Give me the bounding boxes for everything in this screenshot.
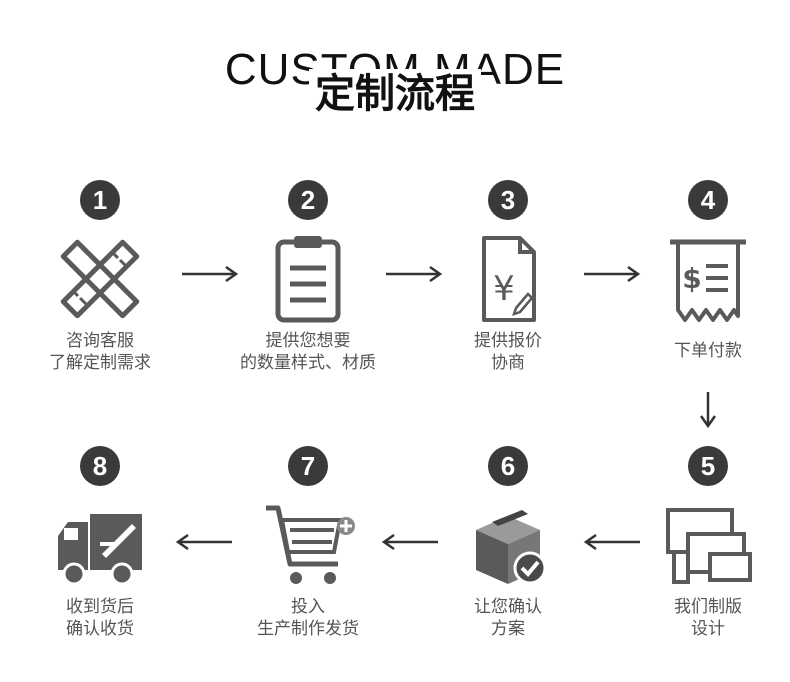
arrow-down-icon [699,392,717,429]
step-number-badge: 1 [80,180,120,220]
step-label-line1: 收到货后 [66,597,134,617]
step-label-line2: 方案 [491,619,525,639]
step-label-line1: 咨询客服 [66,331,134,351]
clipboard-icon [275,236,341,323]
step-number-badge: 6 [488,446,528,486]
step-label-line1: 投入 [291,597,325,617]
step-6: 6 让您确认 方案 [423,446,593,640]
box-check-icon [476,510,547,585]
step-label-line1: 让您确认 [474,597,542,617]
quote-document-icon: ¥ [482,236,536,322]
shopping-cart-icon [266,505,355,584]
arrow-left-icon [175,533,232,551]
svg-text:$: $ [682,262,701,295]
devices-icon [666,508,752,584]
step-3: 3 ¥ 提供报价 协商 [423,180,593,374]
ruler-pencil-icon [60,239,140,319]
title-chinese: 定制流程 [0,69,790,119]
step-number-badge: 8 [80,446,120,486]
receipt-icon: $ [670,239,746,322]
step-label-line1: 提供报价 [474,331,542,351]
step-8: 8 收到货后 确认收货 [15,446,185,640]
arrow-right-icon [584,265,641,283]
step-5: 5 我们制版 设计 [623,446,790,640]
arrow-left-icon [583,533,640,551]
step-number-badge: 4 [688,180,728,220]
step-number-badge: 3 [488,180,528,220]
step-label-line2: 设计 [691,619,725,639]
page-title: 定制流程 [309,69,481,119]
step-number-badge: 7 [288,446,328,486]
arrow-right-icon [386,265,443,283]
step-label-line2: 生产制作发货 [257,619,359,639]
step-label-line2: 的数量样式、材质 [240,353,376,373]
arrow-left-icon [381,533,438,551]
delivery-truck-icon [58,514,142,586]
step-4: 4 $ 下单付款 [623,180,790,362]
step-label-line2: 了解定制需求 [49,353,151,373]
arrow-right-icon [182,265,239,283]
step-number-badge: 5 [688,446,728,486]
step-number-badge: 2 [288,180,328,220]
step-label-line1: 提供您想要 [265,331,351,351]
step-7: 7 投入 生产制作发货 [223,446,393,640]
step-1: 1 咨询客服 了解定制需求 [15,180,185,374]
step-label-line1: 我们制版 [674,597,742,617]
step-label-line2: 确认收货 [66,619,134,639]
step-2: 2 提供您想要 的数量样式、材质 [223,180,393,374]
step-label-line2: 协商 [491,353,525,373]
svg-text:¥: ¥ [493,269,515,309]
step-label-line1: 下单付款 [674,341,742,361]
